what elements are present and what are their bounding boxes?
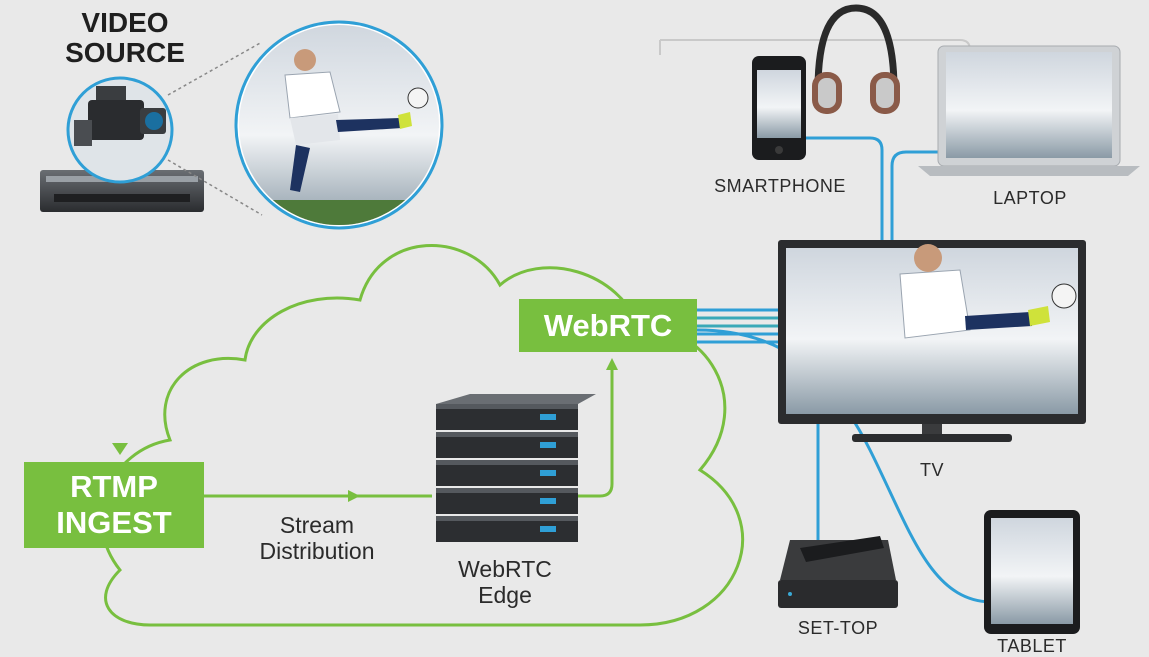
zoom-line-bottom — [167, 159, 263, 216]
rtmp-ingest-box: RTMP INGEST — [24, 462, 204, 548]
settop-label: SET-TOP — [797, 618, 879, 638]
soccer-image-circle — [234, 20, 444, 230]
webrtc-arrow-head — [606, 358, 618, 370]
server-stack-icon — [436, 394, 596, 542]
ingest-arrow-head — [112, 443, 128, 455]
tv-label: TV — [919, 460, 944, 480]
webrtc-edge-label: WebRTC Edge — [458, 556, 552, 608]
webrtc-box: WebRTC — [519, 299, 697, 352]
laptop-icon — [918, 45, 1140, 176]
settop-box-icon — [778, 536, 898, 608]
edge-to-webrtc-line — [578, 365, 614, 498]
headphones-icon — [812, 4, 900, 114]
laptop-label: LAPTOP — [993, 188, 1067, 208]
tablet-label: TABLET — [997, 636, 1067, 656]
tv-icon — [778, 240, 1086, 442]
smartphone-label: SMARTPHONE — [714, 176, 846, 196]
stream-distribution-label: Stream Distribution — [259, 512, 375, 564]
camera-icon — [40, 76, 204, 212]
smartphone-icon — [659, 39, 971, 160]
distribution-arrow-head — [348, 490, 360, 502]
video-source-title: VIDEO SOURCE — [65, 7, 185, 68]
tablet-icon — [984, 510, 1080, 634]
